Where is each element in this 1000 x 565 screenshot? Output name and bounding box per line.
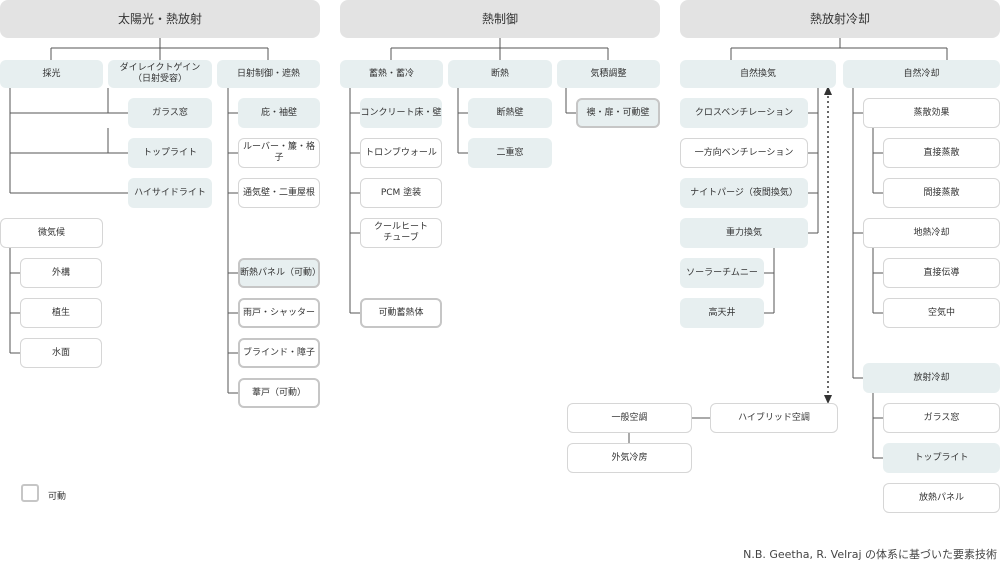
- pcm-node: PCM 塗装: [360, 178, 442, 208]
- radiative-glass-node: ガラス窓: [883, 403, 1000, 433]
- high-side-light-node: ハイサイドライト: [128, 178, 212, 208]
- eaves-node: 庇・袖壁: [238, 98, 320, 128]
- reed-door-node: 葦戸（可動）: [238, 378, 320, 408]
- air-node: 空気中: [883, 298, 1000, 328]
- glass-window-node: ガラス窓: [128, 98, 212, 128]
- toplight-node: トップライト: [128, 138, 212, 168]
- radiative-toplight-node: トップライト: [883, 443, 1000, 473]
- heat-storage-node: 蓄熱・蓄冷: [340, 60, 443, 88]
- vent-wall-node: 通気壁・二重屋根: [238, 178, 320, 208]
- source-caption: N.B. Geetha, R. Velraj の体系に基づいた要素技術: [743, 548, 997, 561]
- direct-conduct-node: 直接伝導: [883, 258, 1000, 288]
- shutter-node: 雨戸・シャッター: [238, 298, 320, 328]
- header-solar-gain: 太陽光・熱放射: [0, 0, 320, 38]
- legend-movable-swatch: [21, 484, 39, 502]
- hybrid-ac-node: ハイブリッド空調: [710, 403, 838, 433]
- airtight-node: 気積調整: [557, 60, 660, 88]
- shading-node: 日射制御・遮熱: [217, 60, 320, 88]
- cool-tube-node: クールヒート チューブ: [360, 218, 442, 248]
- insul-wall-node: 断熱壁: [468, 98, 552, 128]
- insulation-node: 断熱: [448, 60, 552, 88]
- direct-gain-node: ダイレイクトゲイン （日射受容）: [108, 60, 212, 88]
- geothermal-node: 地熱冷却: [863, 218, 1000, 248]
- blind-node: ブラインド・障子: [238, 338, 320, 368]
- solar-chimney-node: ソーラーチムニー: [680, 258, 764, 288]
- header-thermal-control: 熱制御: [340, 0, 660, 38]
- microclimate-node: 微気候: [0, 218, 103, 248]
- natural-cool-node: 自然冷却: [843, 60, 1000, 88]
- partition-node: 襖・扉・可動壁: [576, 98, 660, 128]
- radiant-panel-node: 放熱パネル: [883, 483, 1000, 513]
- night-purge-node: ナイトパージ（夜間換気）: [680, 178, 808, 208]
- radiative-node: 放射冷却: [863, 363, 1000, 393]
- daylighting-node: 採光: [0, 60, 103, 88]
- insul-panel-node: 断熱パネル（可動）: [238, 258, 321, 288]
- movable-mass-node: 可動蓄熱体: [360, 298, 442, 328]
- trombe-node: トロンブウォール: [360, 138, 442, 168]
- cross-vent-node: クロスベンチレーション: [680, 98, 808, 128]
- exterior-node: 外構: [20, 258, 102, 288]
- header-heat-dissipation: 熱放射冷却: [680, 0, 1000, 38]
- water-node: 水面: [20, 338, 102, 368]
- gravity-vent-node: 重力換気: [680, 218, 808, 248]
- direct-evap-node: 直接蒸散: [883, 138, 1000, 168]
- concrete-node: コンクリート床・壁: [360, 98, 442, 128]
- natural-vent-node: 自然換気: [680, 60, 836, 88]
- evaporative-node: 蒸散効果: [863, 98, 1000, 128]
- one-way-vent-node: 一方向ベンチレーション: [680, 138, 808, 168]
- high-ceiling-node: 高天井: [680, 298, 764, 328]
- general-ac-node: 一般空調: [567, 403, 692, 433]
- indirect-evap-node: 間接蒸散: [883, 178, 1000, 208]
- planting-node: 植生: [20, 298, 102, 328]
- outside-cool-node: 外気冷房: [567, 443, 692, 473]
- louver-node: ルーバー・簾・格子: [238, 138, 320, 168]
- double-window-node: 二重窓: [468, 138, 552, 168]
- legend-movable-label: 可動: [48, 492, 67, 502]
